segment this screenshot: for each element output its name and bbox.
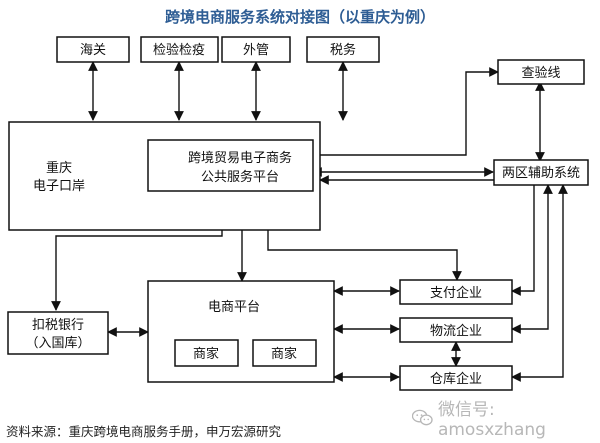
wechat-icon	[412, 409, 433, 425]
merchant-a-box	[174, 339, 239, 367]
connectors	[51, 61, 568, 382]
merchant-b-box	[252, 339, 317, 367]
check-line-box	[497, 59, 585, 85]
forex-label: 外管	[243, 43, 269, 58]
logistics-label: 物流企业	[430, 323, 482, 339]
chongqing-port-label-1: 重庆	[46, 160, 72, 176]
merchant-a-label: 商家	[193, 346, 219, 362]
customs-label: 海关	[80, 43, 106, 58]
public-service-platform-box	[147, 139, 314, 192]
bank-label-2: （入国库）	[25, 335, 90, 351]
warehouse-label: 仓库企业	[430, 371, 482, 387]
edge-platform-checkline	[311, 67, 499, 156]
inspection-box	[140, 36, 219, 63]
edge-twozones-logistics	[511, 184, 553, 334]
bank-box	[7, 311, 109, 355]
payment-label: 支付企业	[430, 285, 482, 301]
platform-label-2: 公共服务平台	[201, 169, 279, 185]
two-zones-box	[493, 159, 589, 186]
platform-label-1: 跨境贸易电子商务	[188, 150, 292, 166]
chongqing-port-label-2: 电子口岸	[33, 179, 85, 194]
tax-box	[306, 36, 380, 63]
forex-box	[221, 36, 291, 63]
logistics-box	[399, 317, 513, 343]
edge-twozones-warehouse	[511, 184, 568, 382]
boxes	[7, 36, 589, 391]
ecommerce-platform-box	[147, 280, 335, 383]
labels: 海关 检验检疫 外管 税务 查验线 重庆 电子口岸 跨境贸易电子商务 公共服务平…	[25, 42, 580, 387]
edge-twozones-payment	[511, 185, 535, 296]
source-note: 资料来源：重庆跨境电商服务手册，申万宏源研究	[6, 424, 282, 439]
inspection-label: 检验检疫	[153, 42, 205, 58]
bank-label-1: 扣税银行	[32, 318, 84, 333]
two-zones-label: 两区辅助系统	[502, 166, 580, 181]
merchant-b-label: 商家	[271, 346, 297, 362]
check-line-label: 查验线	[521, 65, 560, 81]
customs-box	[56, 36, 130, 63]
ecommerce-label: 电商平台	[208, 300, 260, 315]
watermark-text: 微信号: amosxzhang	[437, 400, 546, 440]
wechat-watermark: 微信号: amosxzhang	[412, 395, 600, 440]
payment-box	[399, 279, 513, 305]
tax-label: 税务	[330, 42, 356, 58]
warehouse-box	[399, 365, 513, 391]
diagram-title: 跨境电商服务系统对接图（以重庆为例）	[164, 8, 435, 26]
